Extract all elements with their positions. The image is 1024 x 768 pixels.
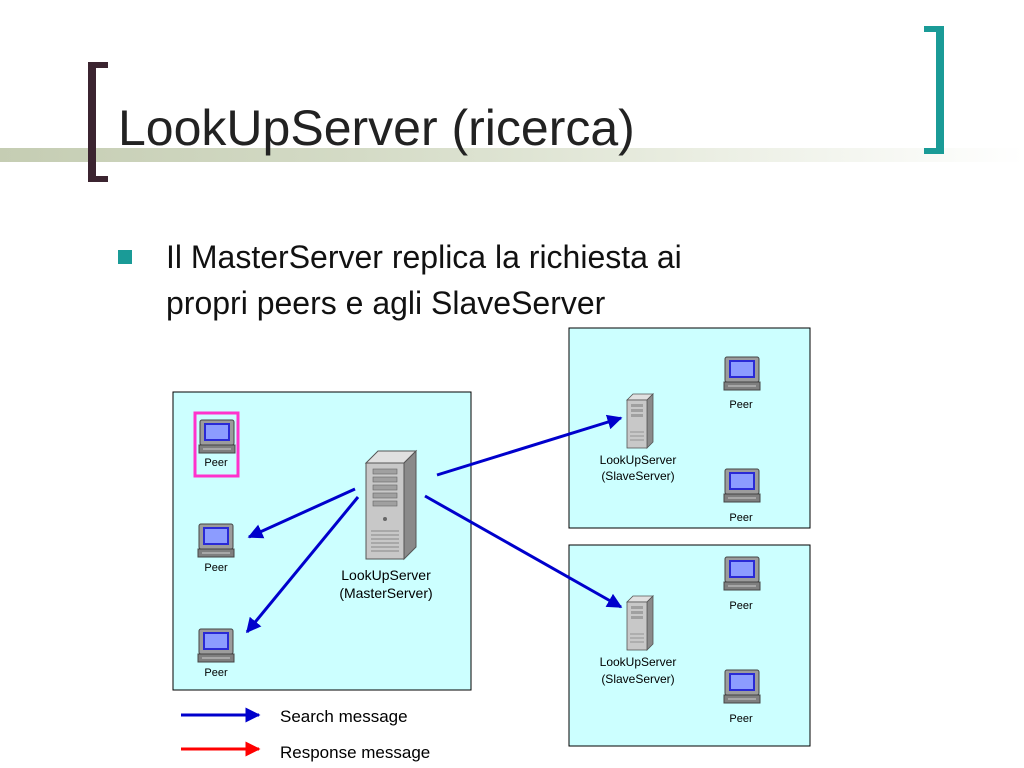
- highlighted-peer-frame: [193, 411, 240, 478]
- bullet-text: Il MasterServer replica la richiesta ai …: [166, 234, 866, 326]
- master-peer-3-computer-icon: [197, 628, 235, 663]
- search-arrow-to-peer-3: [245, 496, 360, 634]
- slave-bottom-region-box: [568, 544, 811, 747]
- slave-top-server-name: LookUpServer: [600, 453, 677, 467]
- search-arrow-to-slave-top: [436, 414, 623, 477]
- bullet-line-1: Il MasterServer replica la richiesta ai: [166, 239, 682, 275]
- header-stripe: [0, 148, 1024, 162]
- master-server-name: LookUpServer: [341, 567, 431, 583]
- slave-top-peer-1-label: Peer: [729, 399, 753, 411]
- slave-top-peer-2-label: Peer: [729, 512, 753, 524]
- slave-top-region-box: [568, 327, 811, 529]
- slave-top-peer-2-computer-icon: [723, 468, 761, 503]
- slave-top-peer-1-computer-icon: [723, 356, 761, 391]
- master-peer-2-label: Peer: [204, 562, 228, 574]
- bullet-line-2: propri peers e agli SlaveServer: [166, 285, 606, 321]
- slide-title: LookUpServer (ricerca): [118, 100, 635, 156]
- slave-bottom-server-icon: [626, 595, 654, 651]
- slave-top-server-role: (SlaveServer): [601, 469, 674, 483]
- slave-bottom-peer-2-label: Peer: [729, 713, 753, 725]
- search-arrow-to-slave-bottom: [424, 494, 623, 609]
- search-arrow-to-peer-2: [247, 487, 356, 539]
- bullet-square-icon: [118, 250, 132, 264]
- legend-search-label: Search message: [280, 707, 408, 726]
- master-peer-1-label: Peer: [204, 457, 228, 469]
- slave-bottom-peer-1-computer-icon: [723, 556, 761, 591]
- legend-response-label: Response message: [280, 743, 430, 762]
- right-bracket-decoration: [924, 26, 944, 154]
- master-server-role: (MasterServer): [339, 585, 432, 601]
- left-bracket-decoration: [88, 62, 108, 182]
- slave-top-server-icon: [626, 393, 654, 449]
- master-peer-2-computer-icon: [197, 523, 235, 558]
- slave-bottom-peer-1-label: Peer: [729, 600, 753, 612]
- master-server-icon: [365, 450, 417, 560]
- slave-bottom-server-role: (SlaveServer): [601, 672, 674, 686]
- master-peer-1-computer-icon: [198, 419, 236, 454]
- master-peer-3-label: Peer: [204, 667, 228, 679]
- slave-bottom-peer-2-computer-icon: [723, 669, 761, 704]
- slave-bottom-server-name: LookUpServer: [600, 655, 677, 669]
